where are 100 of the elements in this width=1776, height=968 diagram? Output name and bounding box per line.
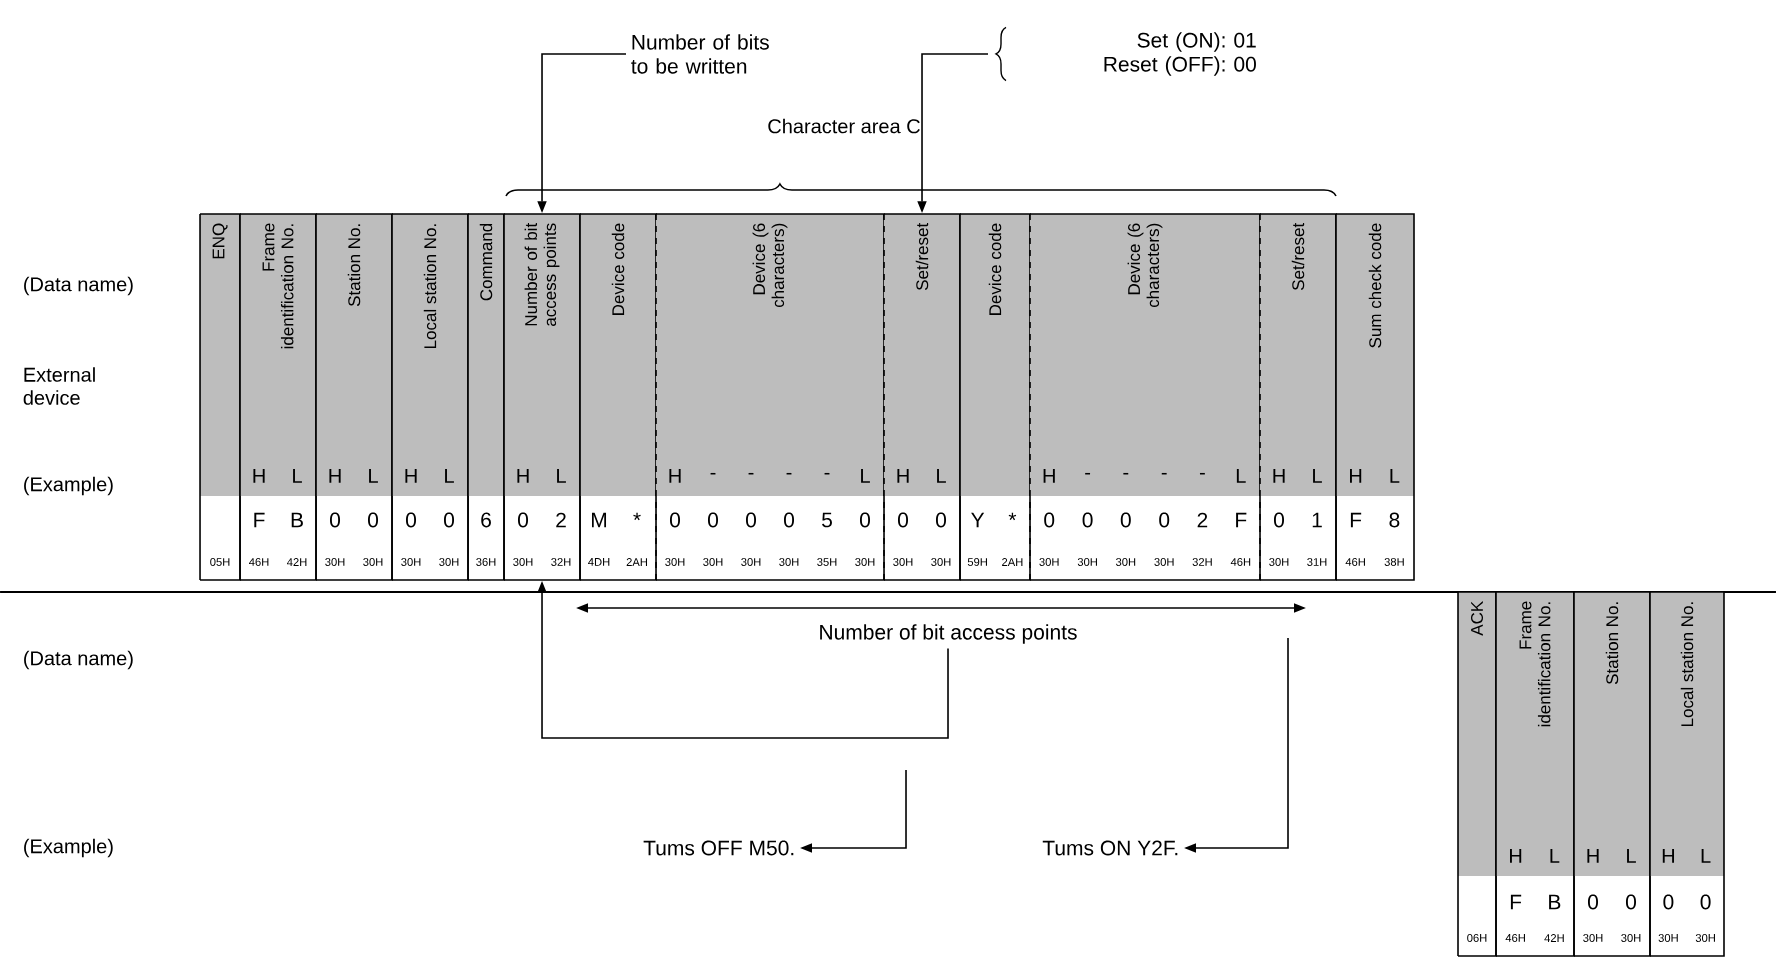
row-label: (Example) [24, 476, 113, 496]
character: 0 [1588, 894, 1598, 910]
field-name: Device (6 characters) [752, 223, 788, 308]
character: 0 [444, 512, 455, 528]
character: 0 [1159, 512, 1170, 528]
byte-marker: L [861, 469, 870, 483]
field-name: Set/reset [1291, 222, 1305, 291]
note-text: Tums OFF M50. [643, 840, 794, 856]
note-text: Tums ON Y2F. [1042, 840, 1178, 856]
character: 0 [784, 512, 795, 528]
field-column [1335, 213, 1415, 581]
byte-marker: H [1350, 469, 1362, 483]
byte-marker: H [1587, 849, 1599, 863]
field-column [315, 213, 393, 581]
note-text: Set (ON): 01 Reset (OFF): 00 [995, 26, 1256, 82]
byte-marker: H [253, 469, 265, 483]
field-name: Device code [611, 223, 625, 315]
character: 0 [860, 512, 871, 528]
character: 0 [1626, 894, 1636, 910]
byte-marker: H [1043, 469, 1055, 483]
byte-marker: - [1161, 472, 1167, 475]
character: 0 [1700, 894, 1711, 910]
character: 0 [406, 512, 417, 528]
byte-marker: - [824, 472, 830, 475]
byte-marker: H [329, 469, 341, 483]
character: B [291, 512, 303, 528]
field-column [1495, 591, 1575, 957]
byte-marker: L [1313, 469, 1322, 483]
byte-marker: L [1390, 469, 1400, 483]
byte-marker: H [1510, 849, 1522, 863]
field-column [467, 213, 505, 581]
byte-marker: L [1627, 849, 1636, 863]
character: 2 [1197, 512, 1208, 528]
field-name: ENQ [212, 223, 228, 259]
character: 0 [1044, 512, 1055, 528]
character: F [1350, 512, 1362, 528]
byte-marker: L [445, 469, 454, 483]
row-label: (Example) [24, 838, 113, 858]
character: Y [971, 512, 985, 528]
byte-marker: H [405, 469, 417, 483]
field-name: Device (6 characters) [1127, 223, 1163, 308]
byte-marker: L [1236, 469, 1246, 483]
note-text: Number of bits to be written [631, 34, 769, 74]
byte-marker: L [369, 469, 378, 483]
field-column [1573, 591, 1651, 957]
byte-marker: - [1085, 472, 1091, 475]
field-name: Frame identification No. [1519, 601, 1551, 727]
field-name: Station No. [1605, 602, 1619, 685]
character: 0 [1082, 512, 1093, 528]
character: 0 [936, 512, 947, 528]
character: 0 [670, 512, 681, 528]
field-column [1259, 213, 1337, 581]
field-column [391, 213, 469, 581]
field-column [1457, 591, 1497, 957]
character: 0 [518, 512, 529, 528]
byte-marker: L [293, 469, 302, 483]
field-name: Station No. [347, 224, 361, 307]
field-name: Number of bit access points [524, 222, 560, 326]
byte-marker: - [786, 472, 792, 475]
character: F [1510, 894, 1522, 910]
field-column [199, 213, 241, 581]
byte-marker: H [1662, 849, 1674, 863]
character: F [1236, 512, 1247, 528]
byte-marker: L [937, 469, 946, 483]
field-column [1029, 213, 1261, 581]
character: 0 [1120, 512, 1131, 528]
row-label: External device [23, 367, 95, 405]
character: 0 [898, 512, 909, 528]
field-name: Command [479, 223, 493, 301]
character: 0 [746, 512, 757, 528]
field-name: Device code [988, 223, 1002, 315]
field-name: Local station No. [1680, 602, 1694, 727]
character: B [1549, 894, 1561, 910]
field-name: Sum check code [1368, 223, 1382, 348]
field-column [959, 213, 1031, 581]
character: 5 [822, 512, 832, 528]
character: 1 [1312, 512, 1322, 528]
character: 0 [1663, 894, 1674, 910]
character: 0 [368, 512, 379, 528]
row-label: Character area C [768, 118, 920, 134]
character: * [633, 512, 641, 521]
byte-marker: - [1123, 472, 1129, 475]
field-column [1649, 591, 1725, 957]
character: 2 [556, 512, 566, 528]
character: 0 [330, 512, 341, 528]
byte-marker: H [669, 469, 681, 483]
byte-marker: - [748, 472, 754, 475]
character: F [254, 512, 265, 528]
byte-marker: H [517, 469, 529, 483]
field-name: Set/reset [915, 222, 929, 291]
field-column [239, 213, 317, 581]
field-name: Local station No. [423, 224, 437, 349]
character: M [592, 512, 606, 528]
row-label: (Data name) [24, 276, 133, 296]
character: * [1008, 512, 1017, 521]
field-column [579, 213, 657, 581]
byte-marker: - [710, 472, 716, 475]
row-label: (Data name) [24, 650, 133, 670]
byte-marker: - [1199, 472, 1205, 475]
byte-marker: L [557, 469, 566, 483]
